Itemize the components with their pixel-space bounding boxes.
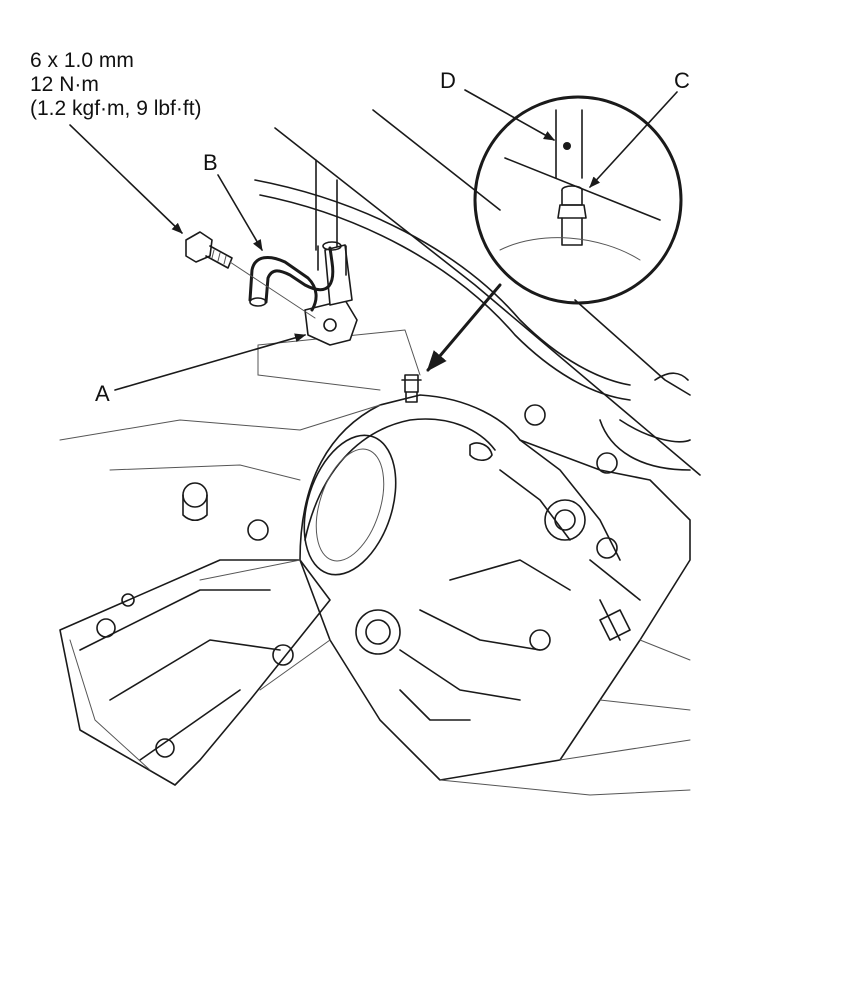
leader-lines bbox=[69, 89, 678, 391]
callout-b-label: B bbox=[203, 150, 218, 175]
torque-nm-label: 12 N·m bbox=[30, 73, 99, 96]
callout-a-label: A bbox=[95, 381, 110, 406]
callout-c-label: C bbox=[674, 68, 690, 93]
bolt-size-label: 6 x 1.0 mm bbox=[30, 49, 134, 72]
chassis-lines bbox=[254, 109, 701, 476]
callout-d-label: D bbox=[440, 68, 456, 93]
torque-spec: 6 x 1.0 mm 12 N·m (1.2 kgf·m, 9 lbf·ft) bbox=[30, 49, 202, 121]
detail-inset bbox=[473, 95, 683, 305]
differential-housing bbox=[59, 374, 691, 796]
torque-alt-units-label: (1.2 kgf·m, 9 lbf·ft) bbox=[30, 97, 202, 120]
breather-hose-and-bracket bbox=[185, 231, 358, 346]
